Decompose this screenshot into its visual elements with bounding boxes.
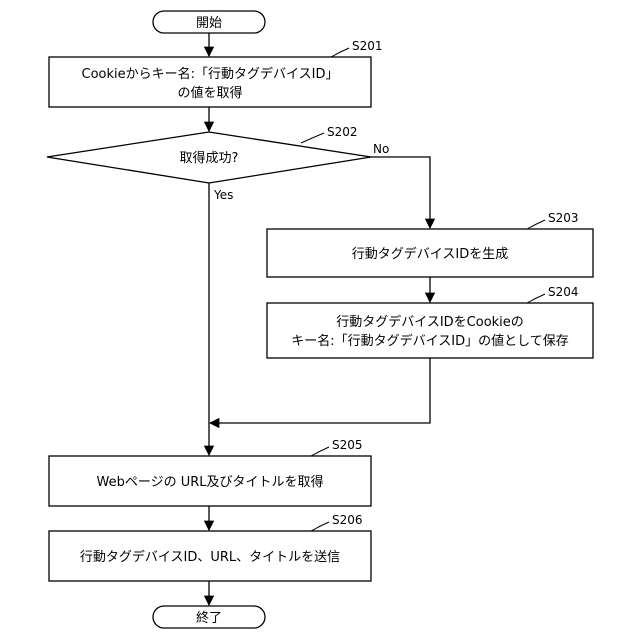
s205-label: Webページの URL及びタイトルを取得	[96, 474, 323, 490]
s203-step-label: S203	[548, 211, 579, 225]
s206-label: 行動タグデバイスID、URL、タイトルを送信	[80, 549, 340, 565]
s204-step-leader	[527, 294, 545, 303]
s201-line1: Cookieからキー名:「行動タグデバイスID」	[82, 66, 339, 82]
arrow-s204-merge	[210, 358, 430, 423]
arrow-s202-no-s203	[371, 157, 430, 228]
s202-step-label: S202	[327, 125, 358, 139]
s204-step-label: S204	[548, 285, 579, 299]
s206-step-label: S206	[332, 513, 363, 527]
s202-label: 取得成功?	[180, 150, 239, 166]
process-s204	[267, 303, 593, 358]
s202-yes-label: Yes	[213, 188, 233, 202]
s203-step-leader	[527, 220, 545, 229]
s205-step-label: S205	[332, 438, 363, 452]
start-label: 開始	[196, 16, 222, 31]
s205-step-leader	[311, 447, 329, 456]
end-label: 終了	[196, 610, 222, 626]
s201-step-label: S201	[352, 39, 383, 53]
s202-no-label: No	[373, 142, 389, 156]
s204-line2: キー名:「行動タグデバイスID」の値として保存	[291, 333, 568, 349]
s201-step-leader	[331, 48, 349, 57]
s204-line1: 行動タグデバイスIDをCookieの	[336, 314, 524, 330]
s202-step-leader	[301, 133, 324, 143]
s201-line2: の値を取得	[177, 85, 242, 101]
s206-step-leader	[311, 522, 329, 531]
s203-label: 行動タグデバイスIDを生成	[352, 246, 508, 262]
